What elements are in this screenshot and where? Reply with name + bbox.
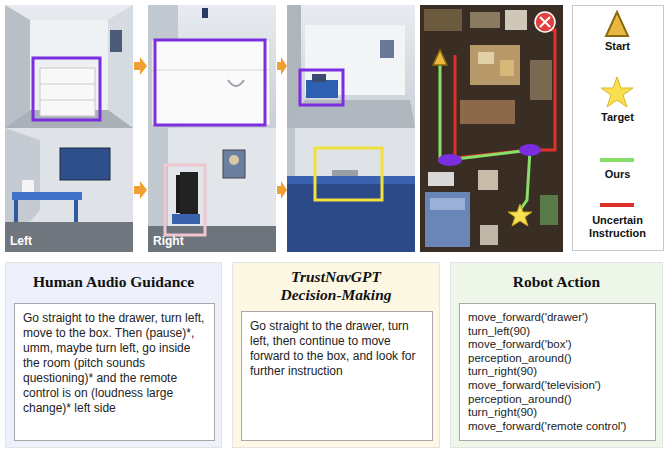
panel: Robot Actionmove_forward('drawer')turn_l… xyxy=(450,262,663,448)
action-line: turn_right(90) xyxy=(468,365,647,379)
action-line: turn_right(90) xyxy=(468,406,647,420)
text-box: move_forward('drawer')turn_left(90)move_… xyxy=(459,303,656,441)
legend-frame xyxy=(573,6,664,251)
action-line: move_forward('box') xyxy=(468,338,647,352)
camera-view xyxy=(287,128,415,252)
action-line: turn_left(90) xyxy=(468,325,647,339)
panel: TrustNavGPT Decision-Making Go straight t… xyxy=(232,262,440,448)
text-box: Go straight to the drawer, turn left, mo… xyxy=(14,303,215,441)
sequence-arrow xyxy=(134,57,287,199)
legend-text: Target xyxy=(576,111,659,124)
camera-view xyxy=(5,128,133,252)
body-text: Go straight to the drawer, turn left, th… xyxy=(250,319,424,379)
action-line: perception_around() xyxy=(468,352,647,366)
action-line: perception_around() xyxy=(468,393,647,407)
view-label: Right xyxy=(153,234,184,248)
action-line: move_forward('remote control') xyxy=(468,420,647,434)
action-line: move_forward('television') xyxy=(468,379,647,393)
camera-view xyxy=(5,5,133,128)
action-line: move_forward('drawer') xyxy=(468,311,647,325)
panel: Human Audio Guidance Go straight to the d… xyxy=(5,262,222,448)
camera-view xyxy=(287,5,415,128)
panel-heading: Robot Action xyxy=(457,263,656,301)
camera-view xyxy=(148,128,276,252)
camera-view xyxy=(148,5,276,128)
text-box: Go straight to the drawer, turn left, th… xyxy=(241,311,433,441)
floor-map xyxy=(420,5,563,252)
legend-text: Ours xyxy=(576,168,659,181)
view-label: Left xyxy=(10,234,32,248)
legend-text: Start xyxy=(576,40,659,53)
legend-text: Uncertain Instruction xyxy=(576,214,659,240)
body-text: Go straight to the drawer, turn left, mo… xyxy=(23,311,206,416)
panel-heading: Human Audio Guidance xyxy=(12,263,215,301)
panel-heading: TrustNavGPT Decision-Making xyxy=(239,263,433,309)
